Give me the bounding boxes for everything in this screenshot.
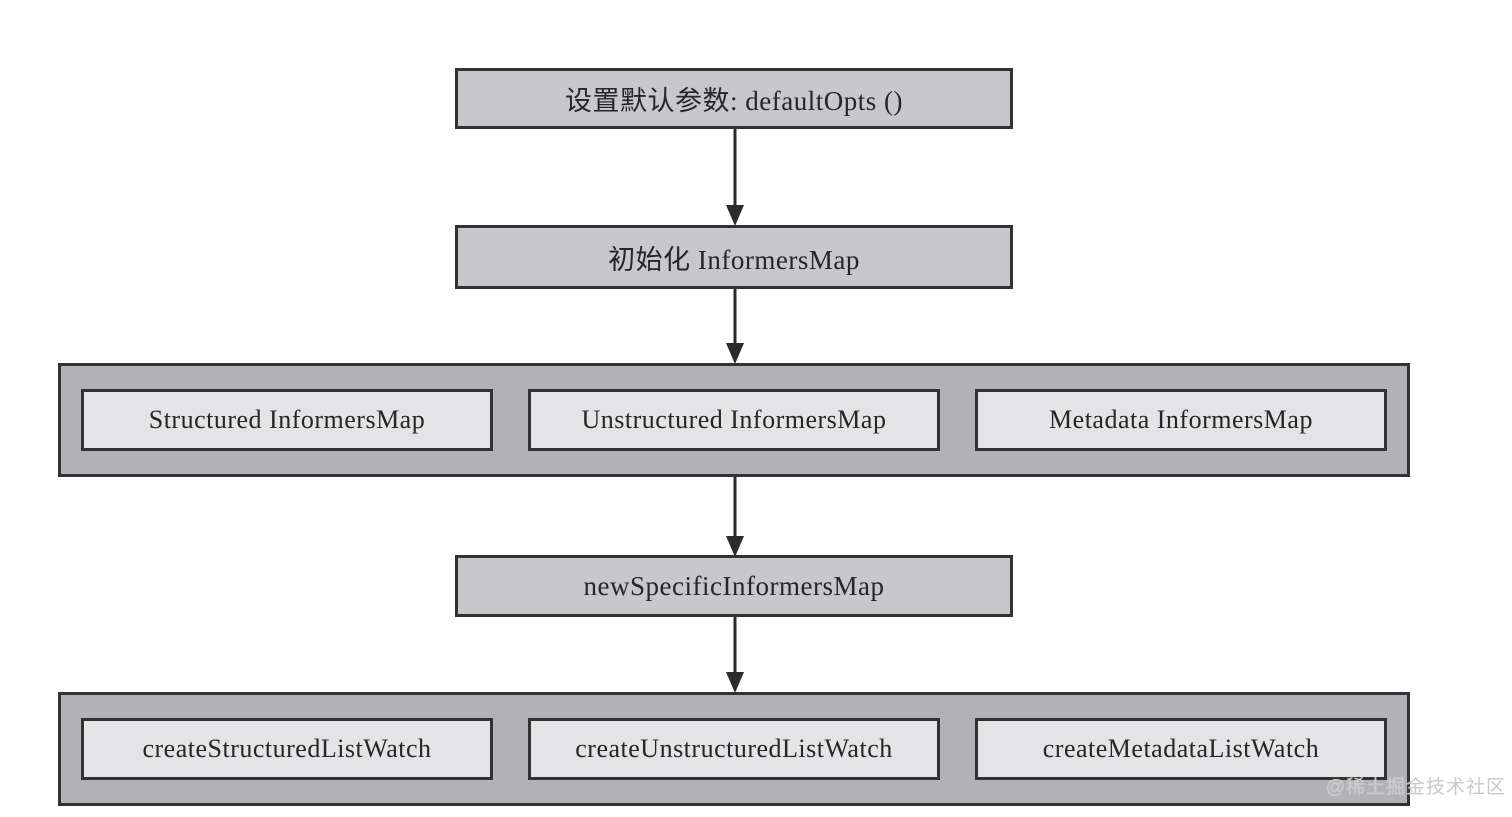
arrow-line	[733, 129, 737, 223]
node-init-informers-map: 初始化 InformersMap	[455, 225, 1013, 289]
node-structured-informers-map: Structured InformersMap	[81, 389, 493, 451]
node-create-unstructured-list-watch: createUnstructuredListWatch	[528, 718, 940, 780]
arrow-head-icon	[726, 536, 744, 557]
node-create-metadata-list-watch: createMetadataListWatch	[975, 718, 1387, 780]
arrow-head-icon	[726, 205, 744, 226]
group-create-list-watch: createStructuredListWatch createUnstruct…	[58, 692, 1410, 806]
arrow-line	[733, 477, 737, 554]
node-create-structured-list-watch: createStructuredListWatch	[81, 718, 493, 780]
arrow-head-icon	[726, 343, 744, 364]
node-unstructured-informers-map: Unstructured InformersMap	[528, 389, 940, 451]
arrow-line	[733, 617, 737, 690]
node-metadata-informers-map: Metadata InformersMap	[975, 389, 1387, 451]
group-informers-maps: Structured InformersMap Unstructured Inf…	[58, 363, 1410, 477]
flow-arrow-2	[725, 289, 745, 364]
node-default-opts: 设置默认参数: defaultOpts ()	[455, 68, 1013, 129]
watermark: @稀土掘金技术社区	[1325, 777, 1506, 798]
flow-arrow-1	[725, 129, 745, 226]
node-new-specific-informers-map: newSpecificInformersMap	[455, 555, 1013, 617]
arrow-head-icon	[726, 672, 744, 693]
arrow-line	[733, 289, 737, 361]
flow-arrow-4	[725, 617, 745, 693]
flow-arrow-3	[725, 477, 745, 557]
